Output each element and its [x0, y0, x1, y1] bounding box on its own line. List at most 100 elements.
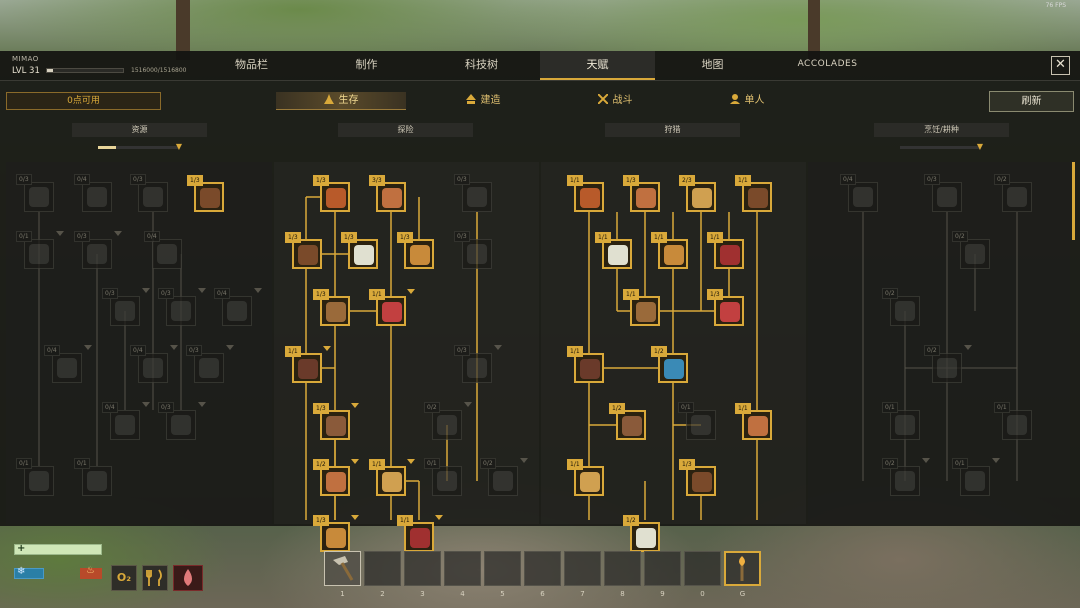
talent-node-col4-9[interactable]: 0/1: [952, 458, 1000, 496]
talent-node-col1-2[interactable]: 0/3: [130, 174, 168, 212]
talent-node-col2-6[interactable]: 0/3: [454, 231, 492, 269]
talent-node-col1-7[interactable]: 0/3: [102, 288, 150, 326]
talent-node-col1-4[interactable]: 0/1: [16, 231, 64, 269]
talent-node-col4-7[interactable]: 0/1: [994, 402, 1032, 440]
hotbar-slot[interactable]: [444, 551, 481, 586]
talent-node-col2-1[interactable]: 3/3: [369, 175, 406, 212]
scrollbar[interactable]: [1072, 162, 1075, 240]
talent-node-col3-1[interactable]: 1/3: [623, 175, 660, 212]
talent-node-col3-0[interactable]: 1/1: [567, 175, 604, 212]
talent-node-col4-4[interactable]: 0/2: [882, 288, 920, 326]
talent-node-col1-1[interactable]: 0/4: [74, 174, 112, 212]
hotbar-slot[interactable]: [724, 551, 761, 586]
talent-node-col1-0[interactable]: 0/3: [16, 174, 54, 212]
talent-node-col3-16[interactable]: 1/2: [623, 515, 660, 552]
category-solo[interactable]: 单人: [682, 92, 812, 110]
talent-node-col2-11[interactable]: 1/3: [313, 403, 359, 440]
talent-node-col2-0[interactable]: 1/3: [313, 175, 350, 212]
tab-inventory[interactable]: 物品栏: [235, 58, 268, 71]
talent-node-col2-9[interactable]: 1/1: [285, 346, 331, 383]
talent-node-col3-12[interactable]: 0/1: [678, 402, 716, 440]
talent-icon: [143, 187, 163, 207]
talent-node-col4-1[interactable]: 0/3: [924, 174, 962, 212]
talent-node-col4-2[interactable]: 0/2: [994, 174, 1032, 212]
tab-map[interactable]: 地图: [701, 58, 724, 71]
talent-node-col2-7[interactable]: 1/3: [313, 289, 350, 326]
talent-node-col3-14[interactable]: 1/1: [567, 459, 604, 496]
hotbar-slot[interactable]: [324, 551, 361, 586]
talent-node-col4-3[interactable]: 0/2: [952, 231, 990, 269]
upgrade-chevron-icon: [56, 231, 64, 237]
talent-count: 1/3: [285, 232, 301, 243]
refresh-button[interactable]: 刷新: [989, 91, 1074, 112]
talent-node-col3-5[interactable]: 1/1: [651, 232, 688, 269]
hotbar-slot[interactable]: [644, 551, 681, 586]
chevron-down-icon[interactable]: ▼: [175, 142, 183, 151]
talent-icon: [720, 245, 740, 265]
talent-node-col4-0[interactable]: 0/4: [840, 174, 878, 212]
talent-node-col1-6[interactable]: 0/4: [144, 231, 182, 269]
chevron-down-icon[interactable]: ▼: [976, 142, 984, 151]
talent-node-col2-8[interactable]: 1/1: [369, 289, 415, 326]
category-construction[interactable]: 建造: [418, 92, 548, 110]
talent-node-col3-9[interactable]: 1/1: [567, 346, 604, 383]
talent-node-col3-15[interactable]: 1/3: [679, 459, 716, 496]
hotbar-slot[interactable]: [684, 551, 721, 586]
talent-count: 0/4: [102, 402, 118, 413]
talent-node-col3-11[interactable]: 1/2: [609, 403, 646, 440]
talent-node-col2-18[interactable]: 1/1: [397, 515, 443, 552]
talent-node-col2-15[interactable]: 0/1: [424, 458, 462, 496]
talent-node-col2-5[interactable]: 1/3: [397, 232, 434, 269]
upgrade-chevron-icon: [992, 458, 1000, 464]
talent-node-col3-2[interactable]: 2/3: [679, 175, 716, 212]
talent-node-col1-3[interactable]: 1/3: [187, 175, 224, 212]
talent-node-col3-10[interactable]: 1/2: [651, 346, 688, 383]
talent-node-col4-8[interactable]: 0/2: [882, 458, 930, 496]
talent-node-col2-10[interactable]: 0/3: [454, 345, 502, 383]
talent-node-col4-5[interactable]: 0/2: [924, 345, 972, 383]
talent-node-col3-7[interactable]: 1/1: [623, 289, 660, 326]
points-available: 0点可用: [6, 92, 161, 110]
talent-icon: [437, 415, 457, 435]
talent-node-col2-13[interactable]: 1/2: [313, 459, 359, 496]
close-button[interactable]: ✕: [1051, 56, 1070, 75]
talent-node-col2-16[interactable]: 0/2: [480, 458, 528, 496]
tab-accolades[interactable]: ACCOLADES: [797, 59, 858, 69]
hotbar-slot[interactable]: [524, 551, 561, 586]
talent-node-col1-8[interactable]: 0/3: [158, 288, 206, 326]
hotbar-slot[interactable]: [404, 551, 441, 586]
talent-count: 0/1: [952, 458, 968, 469]
talent-node-col2-4[interactable]: 1/3: [341, 232, 378, 269]
talent-node-col2-17[interactable]: 1/3: [313, 515, 359, 552]
hotbar-slot[interactable]: [484, 551, 521, 586]
tab-crafting[interactable]: 制作: [355, 58, 378, 71]
talent-node-col2-2[interactable]: 0/3: [454, 174, 492, 212]
talent-node-col1-12[interactable]: 0/3: [186, 345, 234, 383]
talent-node-col2-12[interactable]: 0/2: [424, 402, 472, 440]
category-survival[interactable]: 生存: [276, 92, 406, 110]
talent-node-col1-15[interactable]: 0/1: [16, 458, 54, 496]
talent-icon: [937, 187, 957, 207]
talent-node-col1-16[interactable]: 0/1: [74, 458, 112, 496]
tab-tech-tree[interactable]: 科技树: [465, 58, 498, 71]
talent-node-col1-5[interactable]: 0/3: [74, 231, 122, 269]
talent-node-col3-13[interactable]: 1/1: [735, 403, 772, 440]
talent-node-col1-13[interactable]: 0/4: [102, 402, 150, 440]
talent-node-col1-14[interactable]: 0/3: [158, 402, 206, 440]
talent-node-col1-11[interactable]: 0/4: [130, 345, 178, 383]
talent-node-col3-8[interactable]: 1/3: [707, 289, 744, 326]
talent-node-col3-6[interactable]: 1/1: [707, 232, 744, 269]
talent-node-col3-4[interactable]: 1/1: [595, 232, 632, 269]
hotbar-slot[interactable]: [604, 551, 641, 586]
hotbar-slot[interactable]: [564, 551, 601, 586]
talent-count: 1/3: [679, 459, 695, 470]
talent-node-col1-10[interactable]: 0/4: [44, 345, 92, 383]
talent-node-col2-14[interactable]: 1/1: [369, 459, 415, 496]
hotbar-slot[interactable]: [364, 551, 401, 586]
talent-node-col3-3[interactable]: 1/1: [735, 175, 772, 212]
talent-node-col2-3[interactable]: 1/3: [285, 232, 322, 269]
talent-node-col1-9[interactable]: 0/4: [214, 288, 262, 326]
talent-node-col4-6[interactable]: 0/1: [882, 402, 920, 440]
tab-talents[interactable]: 天赋: [540, 51, 655, 80]
category-combat[interactable]: 战斗: [550, 92, 680, 110]
